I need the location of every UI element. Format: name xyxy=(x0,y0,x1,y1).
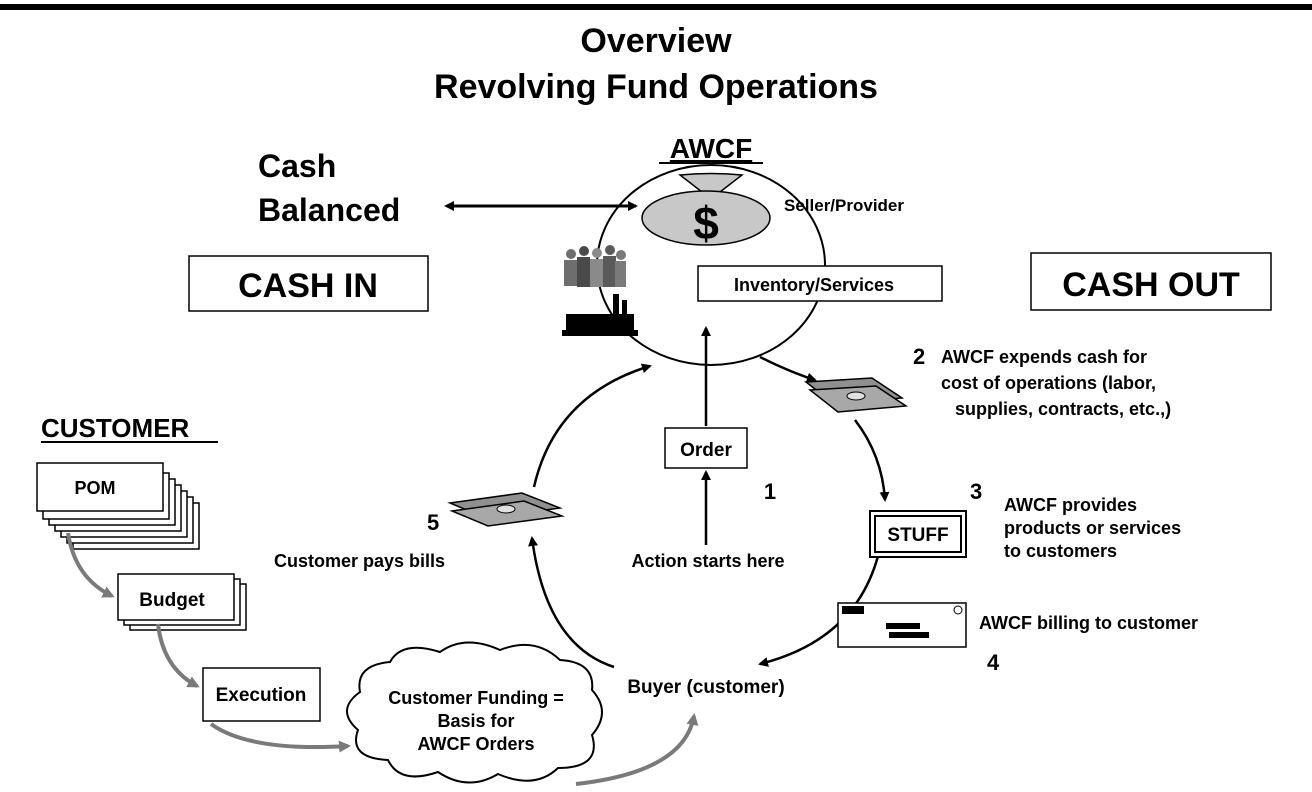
step-4-text: AWCF billing to customer xyxy=(979,613,1198,633)
budget-stack xyxy=(117,573,247,631)
money-bag-icon: $ xyxy=(641,172,771,249)
step-5-text: Customer pays bills xyxy=(274,551,445,571)
awcf-heading: AWCF xyxy=(670,133,752,164)
cycle-arrow-to-awcf xyxy=(532,363,652,488)
cash-in-box xyxy=(188,255,429,312)
step-5-number: 5 xyxy=(427,510,439,535)
step-2-text-line-3: supplies, contracts, etc.,) xyxy=(955,399,1171,419)
title-line-1: Overview xyxy=(580,22,732,60)
pom-box xyxy=(36,462,164,512)
step-4-number: 4 xyxy=(987,650,1000,675)
execution-label: Execution xyxy=(216,685,307,706)
buyer-label: Buyer (customer) xyxy=(627,677,784,698)
dollar-sign: $ xyxy=(693,197,719,249)
seller-provider-label: Seller/Provider xyxy=(784,196,904,215)
stuff-label: STUFF xyxy=(887,525,948,546)
step-1-number: 1 xyxy=(764,479,776,504)
cash-bills-icon xyxy=(447,492,565,527)
stuff-box xyxy=(874,515,962,553)
title-line-2: Revolving Fund Operations xyxy=(434,68,878,106)
budget-label: Budget xyxy=(139,590,205,611)
customer-heading: CUSTOMER xyxy=(41,413,190,443)
cash-balanced-line-2: Balanced xyxy=(258,192,400,228)
budget-box xyxy=(117,573,235,621)
cycle-arrow-to-buyer xyxy=(758,555,880,667)
step-2-text-line-1: AWCF expends cash for xyxy=(941,347,1147,367)
funding-line-2: Basis for xyxy=(437,711,514,731)
cycle-arrow-to-step-5 xyxy=(528,536,615,669)
action-starts-label: Action starts here xyxy=(631,551,784,571)
step-3-text-line-1: AWCF provides xyxy=(1004,495,1137,515)
inventory-services-box xyxy=(697,265,943,302)
pom-label: POM xyxy=(74,478,115,498)
funding-line-3: AWCF Orders xyxy=(417,734,534,754)
step-3-text-line-3: to customers xyxy=(1004,541,1117,561)
cash-out-label: CASH OUT xyxy=(1062,266,1240,304)
execution-box xyxy=(202,667,321,722)
cash-out-box xyxy=(1030,252,1272,311)
factory-icon xyxy=(562,294,638,336)
step-3-text-line-2: products or services xyxy=(1004,518,1181,538)
cycle-arrow-to-step-2 xyxy=(759,355,817,383)
pom-to-budget-arrow xyxy=(66,532,115,598)
step-2-text-line-2: cost of operations (labor, xyxy=(941,373,1156,393)
cash-bills-icon xyxy=(803,377,909,413)
funding-to-buyer-arrow xyxy=(575,713,699,786)
funding-cloud xyxy=(346,641,603,784)
stuff-box-outer xyxy=(869,510,967,558)
cycle-arrow-to-stuff xyxy=(854,419,890,502)
funding-line-1: Customer Funding = xyxy=(388,688,564,708)
people-icon xyxy=(564,245,626,287)
execution-to-funding-arrow xyxy=(209,722,351,753)
budget-to-execution-arrow xyxy=(156,623,200,688)
step-2-number: 2 xyxy=(913,344,925,369)
order-box xyxy=(664,427,748,469)
top-rule xyxy=(0,4,1312,10)
order-label: Order xyxy=(680,440,732,461)
cash-in-label: CASH IN xyxy=(238,267,378,305)
cash-balanced-line-1: Cash xyxy=(258,148,336,184)
invoice-icon xyxy=(837,602,967,648)
inventory-services-label: Inventory/Services xyxy=(734,275,894,295)
pom-stack xyxy=(36,462,200,550)
step-3-number: 3 xyxy=(970,479,982,504)
